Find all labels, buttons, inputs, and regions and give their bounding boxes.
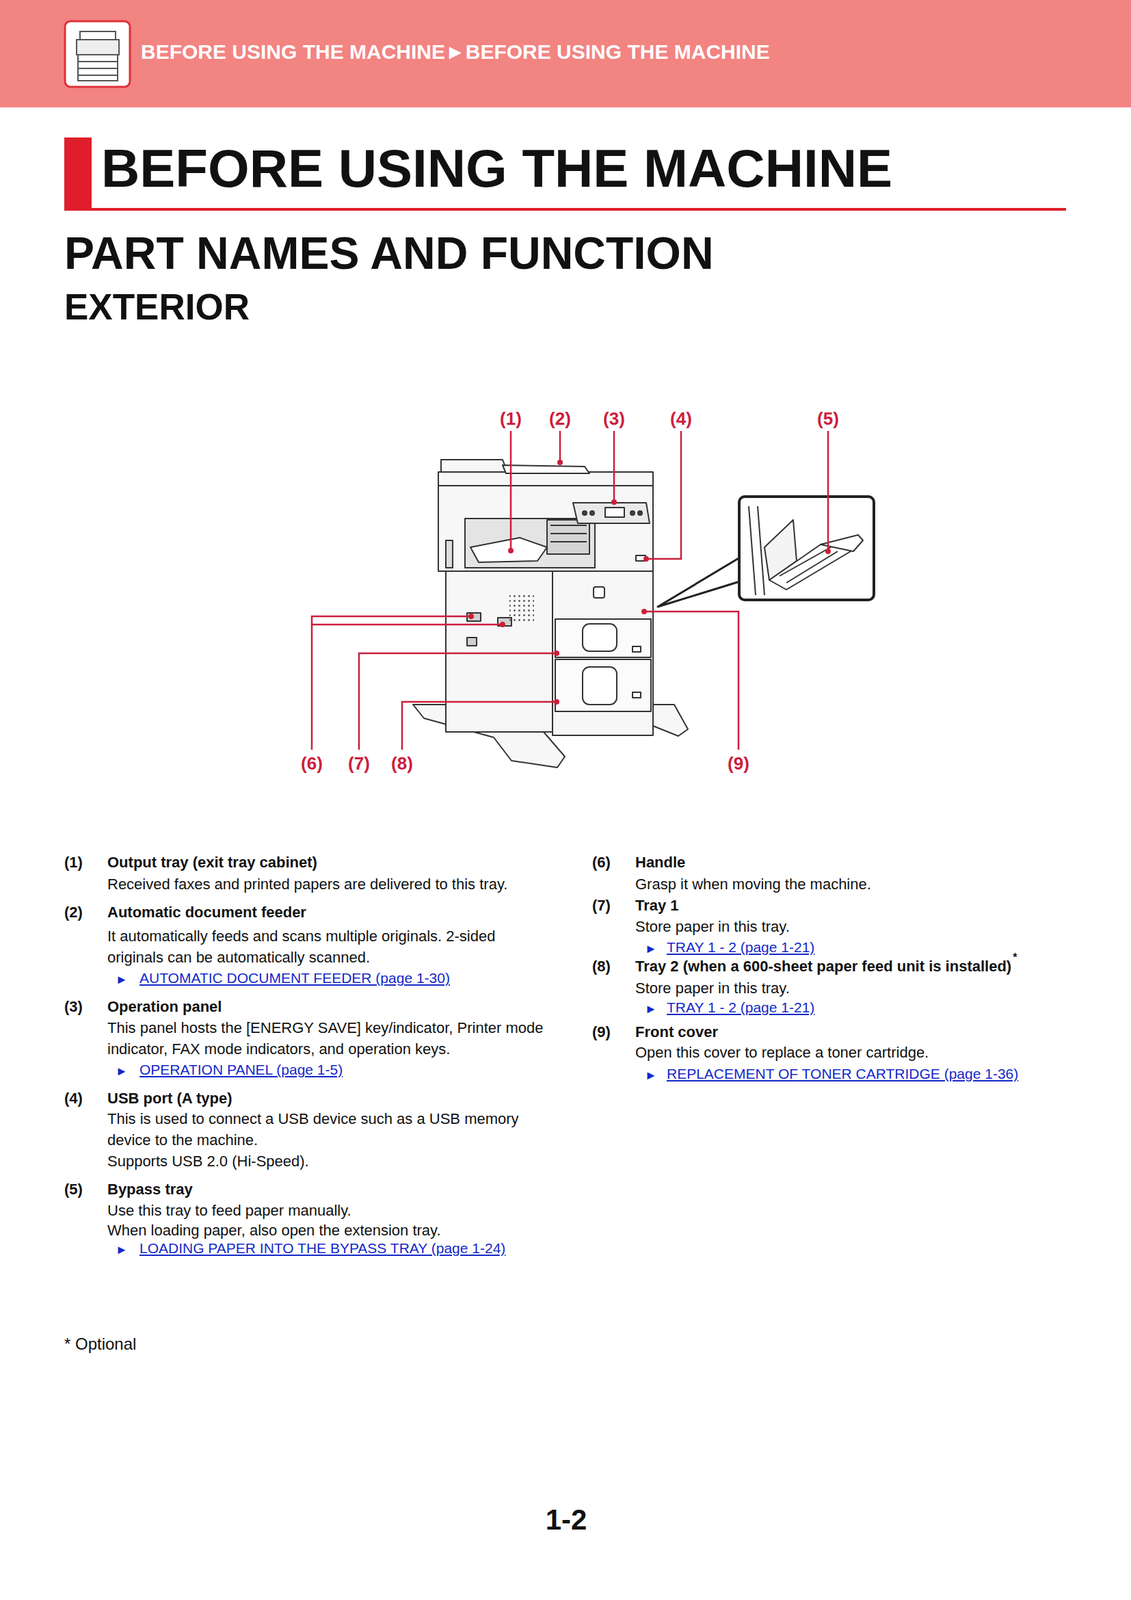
callout-number: (3) — [603, 408, 625, 429]
item-heading: Tray 1 — [635, 894, 680, 916]
subsection-heading: EXTERIOR — [64, 287, 250, 327]
callout-number: (8) — [391, 752, 414, 774]
item-heading: Tray 2 (when a 600-sheet paper feed unit… — [635, 955, 1012, 977]
page-number: 1-2 — [545, 1502, 588, 1536]
item-number: (2) — [64, 901, 83, 923]
callout-number: (5) — [817, 408, 840, 429]
footnote: * Optional — [64, 1332, 137, 1354]
page-link: OPERATION PANEL (page 1-5) — [139, 1058, 343, 1080]
link-arrow: ► — [644, 998, 658, 1020]
link-arrow: ► — [644, 938, 658, 960]
item-number: (9) — [592, 1020, 611, 1043]
item-number: (5) — [64, 1178, 83, 1200]
breadcrumb-text: BEFORE USING THE MACHINE►BEFORE USING TH… — [140, 40, 770, 64]
item-text: Received faxes and printed papers are de… — [107, 873, 552, 895]
callout-number: (1) — [499, 408, 522, 429]
item-text: Store paper in this tray. — [635, 915, 1080, 937]
link-arrow: ► — [115, 1239, 128, 1261]
item-number: (7) — [592, 894, 611, 916]
header-band: BEFORE USING THE MACHINE►BEFORE USING TH… — [0, 0, 1131, 108]
page-link: TRAY 1 - 2 (page 1-21) — [666, 936, 815, 958]
section-heading: PART NAMES AND FUNCTION — [64, 228, 714, 278]
callout-number: (2) — [549, 408, 571, 429]
item-number: (3) — [64, 995, 83, 1017]
page-link: REPLACEMENT OF TONER CARTRIDGE (page 1-3… — [666, 1062, 1019, 1084]
item-heading: Bypass tray — [107, 1178, 193, 1200]
item-heading: USB port (A type) — [107, 1087, 233, 1109]
item-text: Supports USB 2.0 (Hi-Speed). — [107, 1150, 552, 1172]
item-number: (6) — [592, 851, 611, 873]
page-title: BEFORE USING THE MACHINE — [101, 138, 893, 198]
callout-number: (4) — [670, 408, 693, 429]
item-heading: Front cover — [635, 1020, 718, 1043]
footnote-mark: * — [1012, 951, 1017, 964]
item-text: Use this tray to feed paper manually. — [107, 1199, 552, 1221]
item-text: This is used to connect a USB device suc… — [107, 1107, 552, 1151]
item-number: (8) — [592, 955, 611, 977]
item-text: This panel hosts the [ENERGY SAVE] key/i… — [107, 1016, 552, 1060]
page-link: TRAY 1 - 2 (page 1-21) — [666, 996, 815, 1018]
item-number: (1) — [64, 851, 83, 873]
item-heading: Output tray (exit tray cabinet) — [107, 851, 318, 873]
item-heading: Handle — [635, 851, 686, 873]
link-arrow: ► — [115, 1060, 128, 1082]
item-text: Store paper in this tray. — [635, 977, 1080, 999]
item-heading: Operation panel — [107, 995, 222, 1017]
page-link: LOADING PAPER INTO THE BYPASS TRAY (page… — [139, 1236, 506, 1259]
link-arrow: ► — [115, 968, 128, 991]
item-heading: Automatic document feeder — [107, 901, 307, 923]
item-number: (4) — [64, 1087, 83, 1109]
link-arrow: ► — [644, 1064, 658, 1086]
item-text: It automatically feeds and scans multipl… — [107, 925, 552, 968]
item-text: Grasp it when moving the machine. — [635, 873, 1080, 895]
callout-number: (9) — [727, 752, 750, 774]
callout-number: (6) — [300, 752, 323, 774]
item-text: Open this cover to replace a toner cartr… — [635, 1041, 1080, 1063]
callout-number: (7) — [348, 752, 370, 774]
item-text: When loading paper, also open the extens… — [107, 1219, 552, 1241]
header-icon — [0, 0, 1131, 110]
page-link: AUTOMATIC DOCUMENT FEEDER (page 1-30) — [139, 966, 450, 989]
